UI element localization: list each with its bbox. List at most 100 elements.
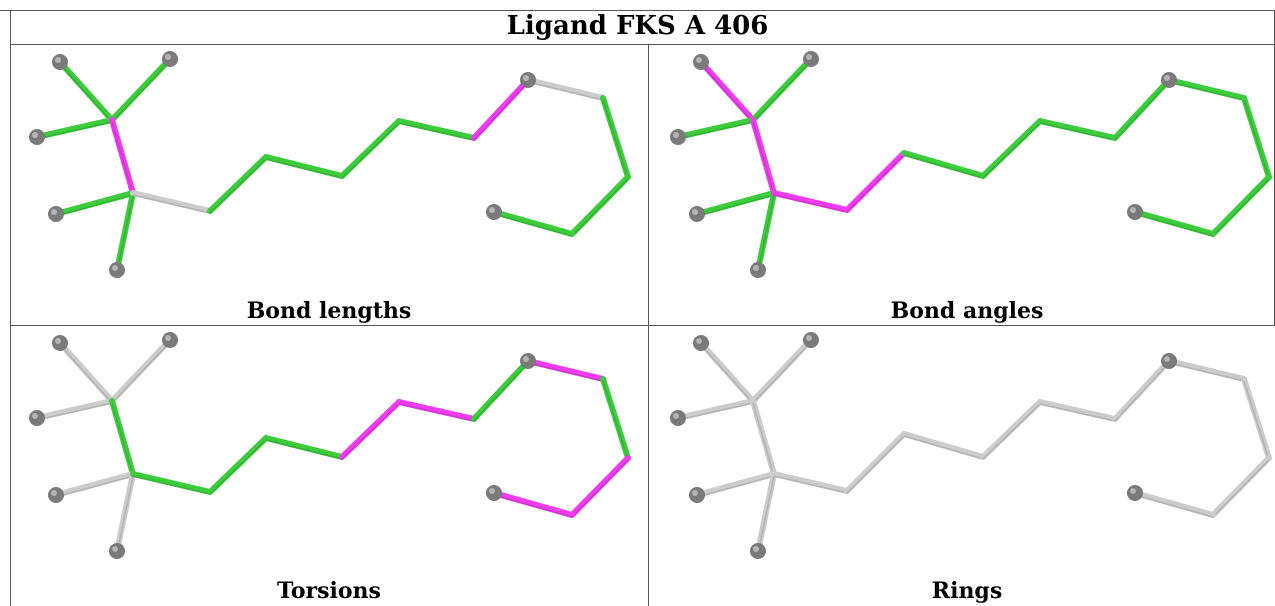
- bond-0: [698, 340, 756, 404]
- atom-highlight-4: [112, 265, 118, 271]
- bond-shade-3: [752, 121, 775, 196]
- bond-shade-1: [752, 341, 812, 404]
- bond-shade-0: [59, 63, 113, 123]
- bond-5: [755, 471, 777, 554]
- bond-2: [675, 117, 756, 140]
- bond-4: [694, 190, 777, 217]
- bond-7: [771, 471, 850, 494]
- bond-shade-17: [1134, 494, 1214, 518]
- atom-highlight-3: [692, 490, 698, 496]
- bond-3: [750, 398, 777, 477]
- bond-shade-10: [341, 122, 400, 179]
- bond-shade-1: [111, 341, 171, 404]
- bond-shade-9: [265, 158, 343, 179]
- bond-shade-12: [1114, 362, 1170, 422]
- bond-shade-11: [398, 122, 475, 141]
- bond-shade-4: [696, 475, 775, 498]
- bond-12: [471, 77, 531, 141]
- atom-highlight-2: [673, 132, 679, 138]
- atom-highlight-1: [806, 335, 812, 341]
- bond-angles-molecule: [670, 51, 1272, 278]
- bond-shade-9: [903, 435, 984, 460]
- bond-shade-17: [493, 213, 573, 237]
- bond-13: [1166, 77, 1247, 101]
- torsions-molecule: [29, 332, 631, 559]
- atom-highlight-12: [1164, 356, 1170, 362]
- bond-9: [901, 431, 986, 460]
- bond-12: [1112, 358, 1172, 422]
- atom-highlight-2: [673, 413, 679, 419]
- atom-highlight-3: [51, 490, 57, 496]
- bond-15: [1241, 376, 1272, 461]
- rings-molecule: [670, 332, 1272, 559]
- bond-1: [109, 337, 173, 404]
- bond-shade-17: [1134, 213, 1214, 237]
- bond-13: [525, 77, 606, 101]
- bond-shade-2: [36, 402, 113, 421]
- atom-highlight-16: [1130, 488, 1136, 494]
- bond-shade-4: [55, 194, 134, 217]
- bond-shade-8: [846, 435, 905, 494]
- atom-highlight-4: [112, 546, 118, 552]
- figure-title: Ligand FKS A 406: [506, 11, 769, 41]
- bond-13: [1166, 358, 1247, 382]
- atom-highlight-0: [55, 338, 61, 344]
- atom-highlight-1: [806, 54, 812, 60]
- atom-highlight-12: [523, 75, 529, 81]
- bond-shade-15: [602, 380, 629, 461]
- bond-shade-10: [982, 403, 1041, 460]
- bond-10: [339, 399, 402, 460]
- bond-17: [491, 209, 575, 237]
- bond-shade-0: [59, 344, 113, 404]
- bond-shade-15: [602, 99, 629, 180]
- bond-shade-1: [752, 60, 812, 123]
- bond-7: [771, 190, 850, 213]
- bond-shade-10: [982, 122, 1041, 179]
- bond-11: [1037, 399, 1118, 422]
- atom-highlight-1: [165, 335, 171, 341]
- bond-3: [109, 398, 136, 477]
- bond-2: [675, 398, 756, 421]
- torsions-panel: Torsions: [11, 326, 647, 606]
- bond-shade-5: [757, 194, 775, 273]
- bond-8: [207, 435, 269, 495]
- bond-lengths-panel: Bond lengths: [11, 45, 647, 325]
- bond-shade-8: [209, 158, 267, 214]
- bond-shade-3: [752, 402, 775, 477]
- atom-highlight-4: [753, 265, 759, 271]
- bond-shade-7: [132, 194, 211, 214]
- bond-12: [471, 358, 531, 422]
- bond-10: [980, 399, 1043, 460]
- bond-17: [491, 490, 575, 518]
- bond-1: [109, 56, 173, 123]
- bond-10: [339, 118, 402, 179]
- bond-shade-4: [696, 194, 775, 217]
- bond-16: [1210, 174, 1272, 237]
- bond-11: [396, 399, 477, 422]
- atom-highlight-3: [51, 209, 57, 215]
- bond-shade-10: [341, 403, 400, 460]
- bond-shade-4: [55, 475, 134, 498]
- bond-shade-17: [493, 494, 573, 518]
- bond-shade-15: [1243, 99, 1270, 180]
- bond-shade-12: [473, 362, 529, 422]
- atom-highlight-2: [32, 413, 38, 419]
- bond-shade-16: [1212, 178, 1270, 237]
- bond-11: [396, 118, 477, 141]
- bond-shade-8: [846, 154, 905, 213]
- bond-shade-12: [1114, 81, 1170, 141]
- bond-shade-16: [571, 459, 629, 518]
- bond-4: [694, 471, 777, 498]
- bond-17: [1132, 209, 1216, 237]
- bond-shade-3: [111, 402, 134, 477]
- atom-highlight-2: [32, 132, 38, 138]
- bond-angles-caption: Bond angles: [890, 298, 1044, 324]
- bond-shade-7: [773, 194, 848, 213]
- atom-highlight-0: [696, 57, 702, 63]
- bond-shade-13: [527, 81, 604, 101]
- bond-shade-9: [903, 154, 984, 179]
- bond-5: [755, 190, 777, 273]
- bond-17: [1132, 490, 1216, 518]
- atom-highlight-12: [1164, 75, 1170, 81]
